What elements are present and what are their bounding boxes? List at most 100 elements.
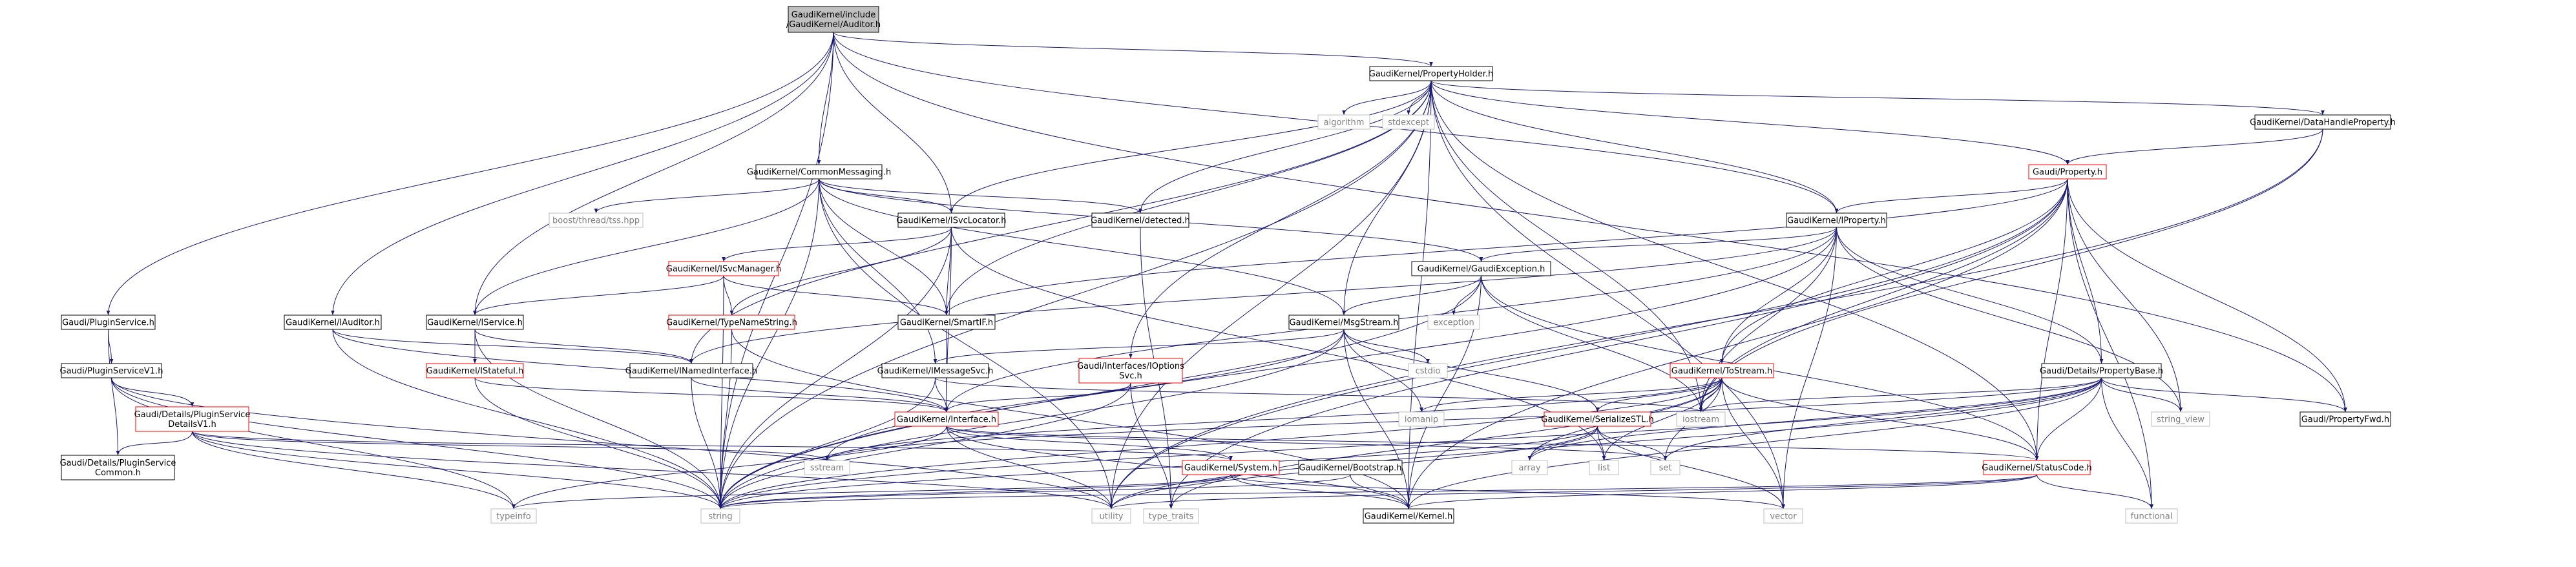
- edge-typename-to-gkernel: [731, 329, 1410, 510]
- node-inamed[interactable]: GaudiKernel/INamedInterface.h: [625, 363, 757, 378]
- edge-iproperty-to-stringview: [1836, 227, 2183, 413]
- edge-propbase-to-gkernel: [1407, 377, 2102, 510]
- node-set: set: [1650, 460, 1681, 475]
- node-label: GaudiKernel/include: [791, 10, 875, 20]
- node-list: list: [1589, 460, 1619, 475]
- node-box: [2254, 114, 2391, 130]
- node-label: GaudiKernel/ISvcManager.h: [666, 265, 781, 274]
- node-label: utility: [1100, 512, 1124, 522]
- node-msgstream[interactable]: GaudiKernel/MsgStream.h: [1288, 314, 1399, 330]
- edge-propbase-to-iostream: [1699, 377, 2102, 413]
- node-label: DetailsV1.h: [168, 420, 216, 429]
- node-label: GaudiKernel/StatusCode.h: [1982, 464, 2091, 473]
- edge-gexcept-to-gkernel: [1407, 275, 1482, 510]
- edge-pholder-to-iproperty: [1430, 80, 1839, 214]
- node-box: [2299, 411, 2391, 427]
- node-isvcloc[interactable]: GaudiKernel/ISvcLocator.h: [897, 212, 1007, 228]
- edge-iservice-to-inamed: [474, 329, 693, 364]
- node-typetraits: type_traits: [1143, 508, 1199, 524]
- node-label: algorithm: [1324, 118, 1365, 128]
- node-label: GaudiKernel/SerializeSTL.h: [1541, 415, 1653, 425]
- node-bootstrap[interactable]: GaudiKernel/Bootstrap.h: [1298, 460, 1403, 475]
- node-label: Svc.h: [1119, 371, 1142, 381]
- node-box: [135, 406, 249, 432]
- node-iservice[interactable]: GaudiKernel/IService.h: [426, 314, 524, 330]
- node-box: [668, 314, 795, 330]
- node-box: [1182, 460, 1280, 475]
- edge-msgstream-to-cstdio: [1343, 329, 1430, 364]
- node-vector: vector: [1763, 508, 1803, 524]
- edge-iauditor-to-string: [332, 329, 722, 510]
- edge-pholder-to-isvcloc: [949, 80, 1432, 214]
- edge-propbase-to-statuscode: [2035, 377, 2102, 461]
- edge-gsystem-to-typeinfo: [512, 474, 1231, 510]
- node-imsgsvc[interactable]: GaudiKernel/IMessageSvc.h: [877, 363, 994, 378]
- node-datahandle[interactable]: GaudiKernel/DataHandleProperty.h: [2250, 114, 2396, 130]
- node-box: [629, 363, 753, 378]
- edge-iproperty-to-gexcept: [1479, 227, 1837, 262]
- node-interface[interactable]: GaudiKernel/Interface.h: [894, 411, 999, 427]
- node-gexcept[interactable]: GaudiKernel/GaudiException.h: [1411, 261, 1551, 276]
- node-iauditor[interactable]: GaudiKernel/IAuditor.h: [284, 314, 382, 330]
- edge-pholder-to-stdexcept: [1407, 80, 1432, 116]
- node-iomanip: iomanip: [1398, 411, 1445, 427]
- node-pluginv1[interactable]: Gaudi/PluginServiceV1.h: [60, 363, 163, 378]
- edge-gsystem-to-gkernel: [1230, 474, 1410, 510]
- node-box: [1317, 114, 1370, 130]
- node-box: [788, 6, 879, 33]
- node-label: iostream: [1682, 415, 1719, 425]
- node-box: [61, 314, 156, 330]
- node-pholder[interactable]: GaudiKernel/PropertyHolder.h: [1369, 66, 1494, 81]
- edge-auditor-to-iauditor: [331, 32, 834, 316]
- edge-iproperty-to-tostream: [1720, 227, 1837, 364]
- node-gproperty[interactable]: Gaudi/Property.h: [2028, 164, 2107, 180]
- node-box: [1786, 212, 1887, 228]
- edge-pholder-to-inamed: [689, 80, 1432, 364]
- node-propfwd[interactable]: Gaudi/PropertyFwd.h: [2299, 411, 2391, 427]
- edge-iservice-to-string: [474, 329, 722, 510]
- node-utility: utility: [1091, 508, 1131, 524]
- node-label: stdexcept: [1388, 118, 1429, 128]
- node-exception: exception: [1427, 314, 1480, 330]
- node-propbase[interactable]: Gaudi/Details/PropertyBase.h: [2040, 363, 2163, 378]
- node-isvcmgr[interactable]: GaudiKernel/ISvcManager.h: [666, 261, 781, 276]
- edge-pholder-to-detected: [1138, 80, 1432, 214]
- node-label: array: [1518, 464, 1540, 473]
- edge-commsg-to-utility: [819, 178, 1113, 510]
- node-commsg[interactable]: GaudiKernel/CommonMessaging.h: [747, 164, 891, 180]
- node-label: Gaudi/PluginServiceV1.h: [60, 367, 163, 376]
- edge-propbase-to-stringview: [2101, 377, 2183, 413]
- node-istateful[interactable]: GaudiKernel/IStateful.h: [426, 363, 524, 378]
- node-box: [426, 363, 524, 378]
- node-label: /GaudiKernel/Auditor.h: [786, 20, 881, 30]
- node-box: [1288, 314, 1399, 330]
- node-label: GaudiKernel/IService.h: [427, 318, 523, 328]
- node-gsystem[interactable]: GaudiKernel/System.h: [1182, 460, 1280, 475]
- node-iproperty[interactable]: GaudiKernel/IProperty.h: [1786, 212, 1887, 228]
- node-gkernel[interactable]: GaudiKernel/Kernel.h: [1363, 508, 1454, 524]
- node-detected[interactable]: GaudiKernel/detected.h: [1091, 212, 1190, 228]
- node-statuscode[interactable]: GaudiKernel/StatusCode.h: [1982, 460, 2092, 475]
- node-box: [1411, 261, 1551, 276]
- node-typename[interactable]: GaudiKernel/TypeNameString.h: [666, 314, 797, 330]
- node-smartif[interactable]: GaudiKernel/SmartIF.h: [897, 314, 996, 330]
- node-serialize[interactable]: GaudiKernel/SerializeSTL.h: [1541, 411, 1654, 427]
- edge-imsgsvc-to-interface: [935, 377, 948, 413]
- edge-pholder-to-algorithm: [1342, 80, 1432, 116]
- node-pluginsvc[interactable]: Gaudi/PluginService.h: [61, 314, 156, 330]
- node-auditor[interactable]: GaudiKernel/include/GaudiKernel/Auditor.…: [786, 6, 881, 33]
- node-box: [1298, 460, 1403, 475]
- node-label: list: [1598, 464, 1610, 473]
- edge-serialize-to-vector: [1597, 426, 1785, 510]
- node-label: Gaudi/PluginService.h: [62, 318, 154, 328]
- edge-auditor-to-iservice: [473, 32, 834, 316]
- node-tostream[interactable]: GaudiKernel/ToStream.h: [1670, 363, 1774, 378]
- node-box: [1398, 411, 1445, 427]
- node-box: [804, 460, 850, 475]
- edge-propbase-to-utility: [1109, 377, 2102, 510]
- node-box: [1091, 508, 1131, 524]
- node-label: GaudiKernel/IAuditor.h: [286, 318, 380, 328]
